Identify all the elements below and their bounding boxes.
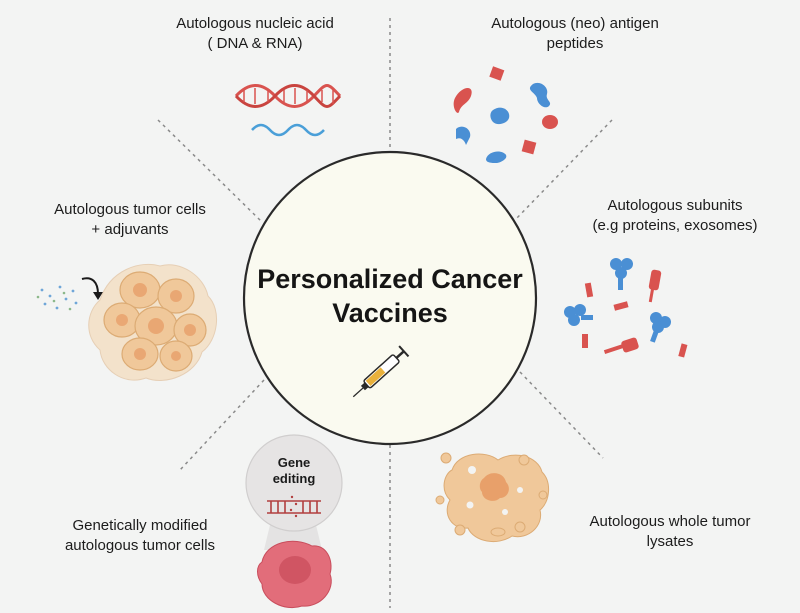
nucleic-acid-line2: ( DNA & RNA) [207, 35, 303, 52]
connector-lower-left [179, 379, 265, 471]
tumor-cells-adjuvants-label: Autologous tumor cells + adjuvants [20, 200, 240, 240]
subunits-line1: Autologous subunits [607, 197, 743, 214]
subunits-line2: (e.g proteins, exosomes) [592, 217, 758, 234]
genetically-modified-line1: Genetically modified [72, 517, 208, 534]
connector-upper-left [157, 119, 263, 223]
antigen-peptides-line2: peptides [546, 35, 604, 52]
nucleic-acid-line1: Autologous nucleic acid [176, 15, 334, 32]
center-circle [242, 150, 538, 446]
gene-edited-cell-icon [245, 434, 343, 608]
whole-lysates-line2: lysates [646, 533, 694, 550]
subunits-label: Autologous subunits (e.g proteins, exoso… [560, 196, 790, 236]
syringe-icon [352, 345, 410, 398]
center-title-line2: Vaccines [332, 298, 448, 328]
genetically-modified-label: Genetically modified autologous tumor ce… [20, 516, 260, 556]
lysate-icon [435, 452, 549, 543]
connector-upper-right [514, 119, 613, 221]
whole-lysates-line1: Autologous whole tumor [589, 513, 751, 530]
dna-rna-icon [234, 84, 342, 137]
center-title-line1: Personalized Cancer [257, 264, 523, 294]
gene-editing-line2: editing [272, 471, 316, 486]
proteins-icon [564, 258, 688, 358]
gene-editing-label: Gene editing [262, 455, 326, 487]
antigen-peptides-label: Autologous (neo) antigen peptides [440, 14, 710, 54]
center-title: Personalized Cancer Vaccines [240, 262, 540, 330]
tumor-cells-line2: + adjuvants [91, 221, 169, 238]
tumor-cells-line1: Autologous tumor cells [54, 201, 206, 218]
peptides-icon [453, 66, 558, 163]
whole-lysates-label: Autologous whole tumor lysates [560, 512, 780, 552]
genetically-modified-line2: autologous tumor cells [64, 537, 216, 554]
connector-lower-right [519, 371, 604, 459]
antigen-peptides-line1: Autologous (neo) antigen [491, 15, 659, 32]
gene-editing-line1: Gene [277, 455, 311, 470]
connector-lines [157, 18, 613, 608]
nucleic-acid-label: Autologous nucleic acid ( DNA & RNA) [140, 14, 370, 54]
tumor-cells-icon [36, 263, 218, 381]
